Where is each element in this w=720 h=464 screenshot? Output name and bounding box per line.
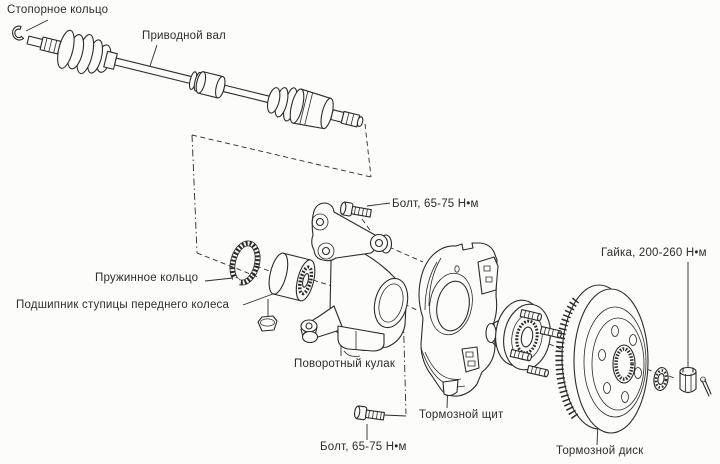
bolt-bottom-icon: [354, 405, 385, 422]
label-steering-knuckle: Поворотный кулак: [294, 358, 396, 370]
cotter-pin-icon: [701, 377, 712, 396]
label-bolt-top: Болт, 65-75 Н•м: [392, 198, 479, 210]
spring-ring-drawing: [225, 238, 264, 286]
label-brake-disc: Тормозной диск: [556, 445, 644, 457]
brake-disc-drawing: [559, 285, 648, 433]
label-hub-nut: Гайка, 200-260 Н•м: [601, 247, 707, 259]
label-bolt-bottom: Болт, 65-75 Н•м: [320, 441, 407, 453]
label-brake-shield: Тормозной щит: [419, 409, 504, 421]
hub-bearing-drawing: [266, 251, 319, 302]
brake-shield-drawing: [419, 243, 498, 396]
castle-nut-icon: [680, 368, 696, 393]
wheel-hub-drawing: [486, 297, 562, 378]
label-lock-ring: Стопорное кольцо: [7, 4, 109, 16]
drive-shaft-drawing: [23, 21, 367, 142]
lock-ring-icon: [13, 26, 24, 40]
label-hub-bearing: Подшипник ступицы переднего колеса: [16, 299, 230, 311]
hex-nut-icon: [258, 316, 277, 331]
label-drive-shaft: Приводной вал: [142, 30, 226, 42]
steering-knuckle-drawing: [301, 203, 413, 356]
label-spring-ring: Пружинное кольцо: [95, 272, 199, 284]
bolt-top-icon: [340, 201, 372, 219]
washer-icon: [652, 367, 669, 392]
